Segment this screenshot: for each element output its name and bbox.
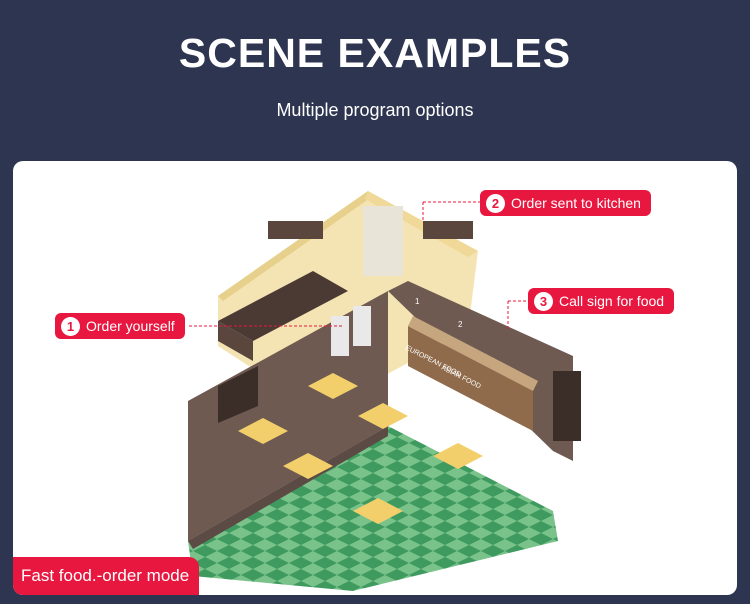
page-subtitle: Multiple program options <box>276 100 474 120</box>
callout-number: 3 <box>534 291 553 311</box>
mode-label: Fast food.-order mode <box>13 557 200 595</box>
callout-call-sign-for-food: 3 Call sign for food <box>528 288 675 314</box>
callout-number: 2 <box>486 193 505 213</box>
callout-label: Order sent to kitchen <box>511 195 641 211</box>
restaurant-illustration: EUROPEAN FOOD ASIAN FOOD 1 2 <box>188 191 581 591</box>
page-title: SCENE EXAMPLES <box>178 30 572 76</box>
callout-order-sent-to-kitchen: 2 Order sent to kitchen <box>480 190 651 216</box>
callout-order-yourself: 1 Order yourself <box>55 313 185 339</box>
callout-number: 1 <box>61 316 80 336</box>
scene-card: EUROPEAN FOOD ASIAN FOOD 1 2 1 Order you… <box>13 161 737 595</box>
callout-label: Order yourself <box>86 318 175 334</box>
callout-label: Call sign for food <box>559 293 665 309</box>
menu-number-2: 2 <box>458 320 463 329</box>
menu-number-1: 1 <box>415 297 420 306</box>
